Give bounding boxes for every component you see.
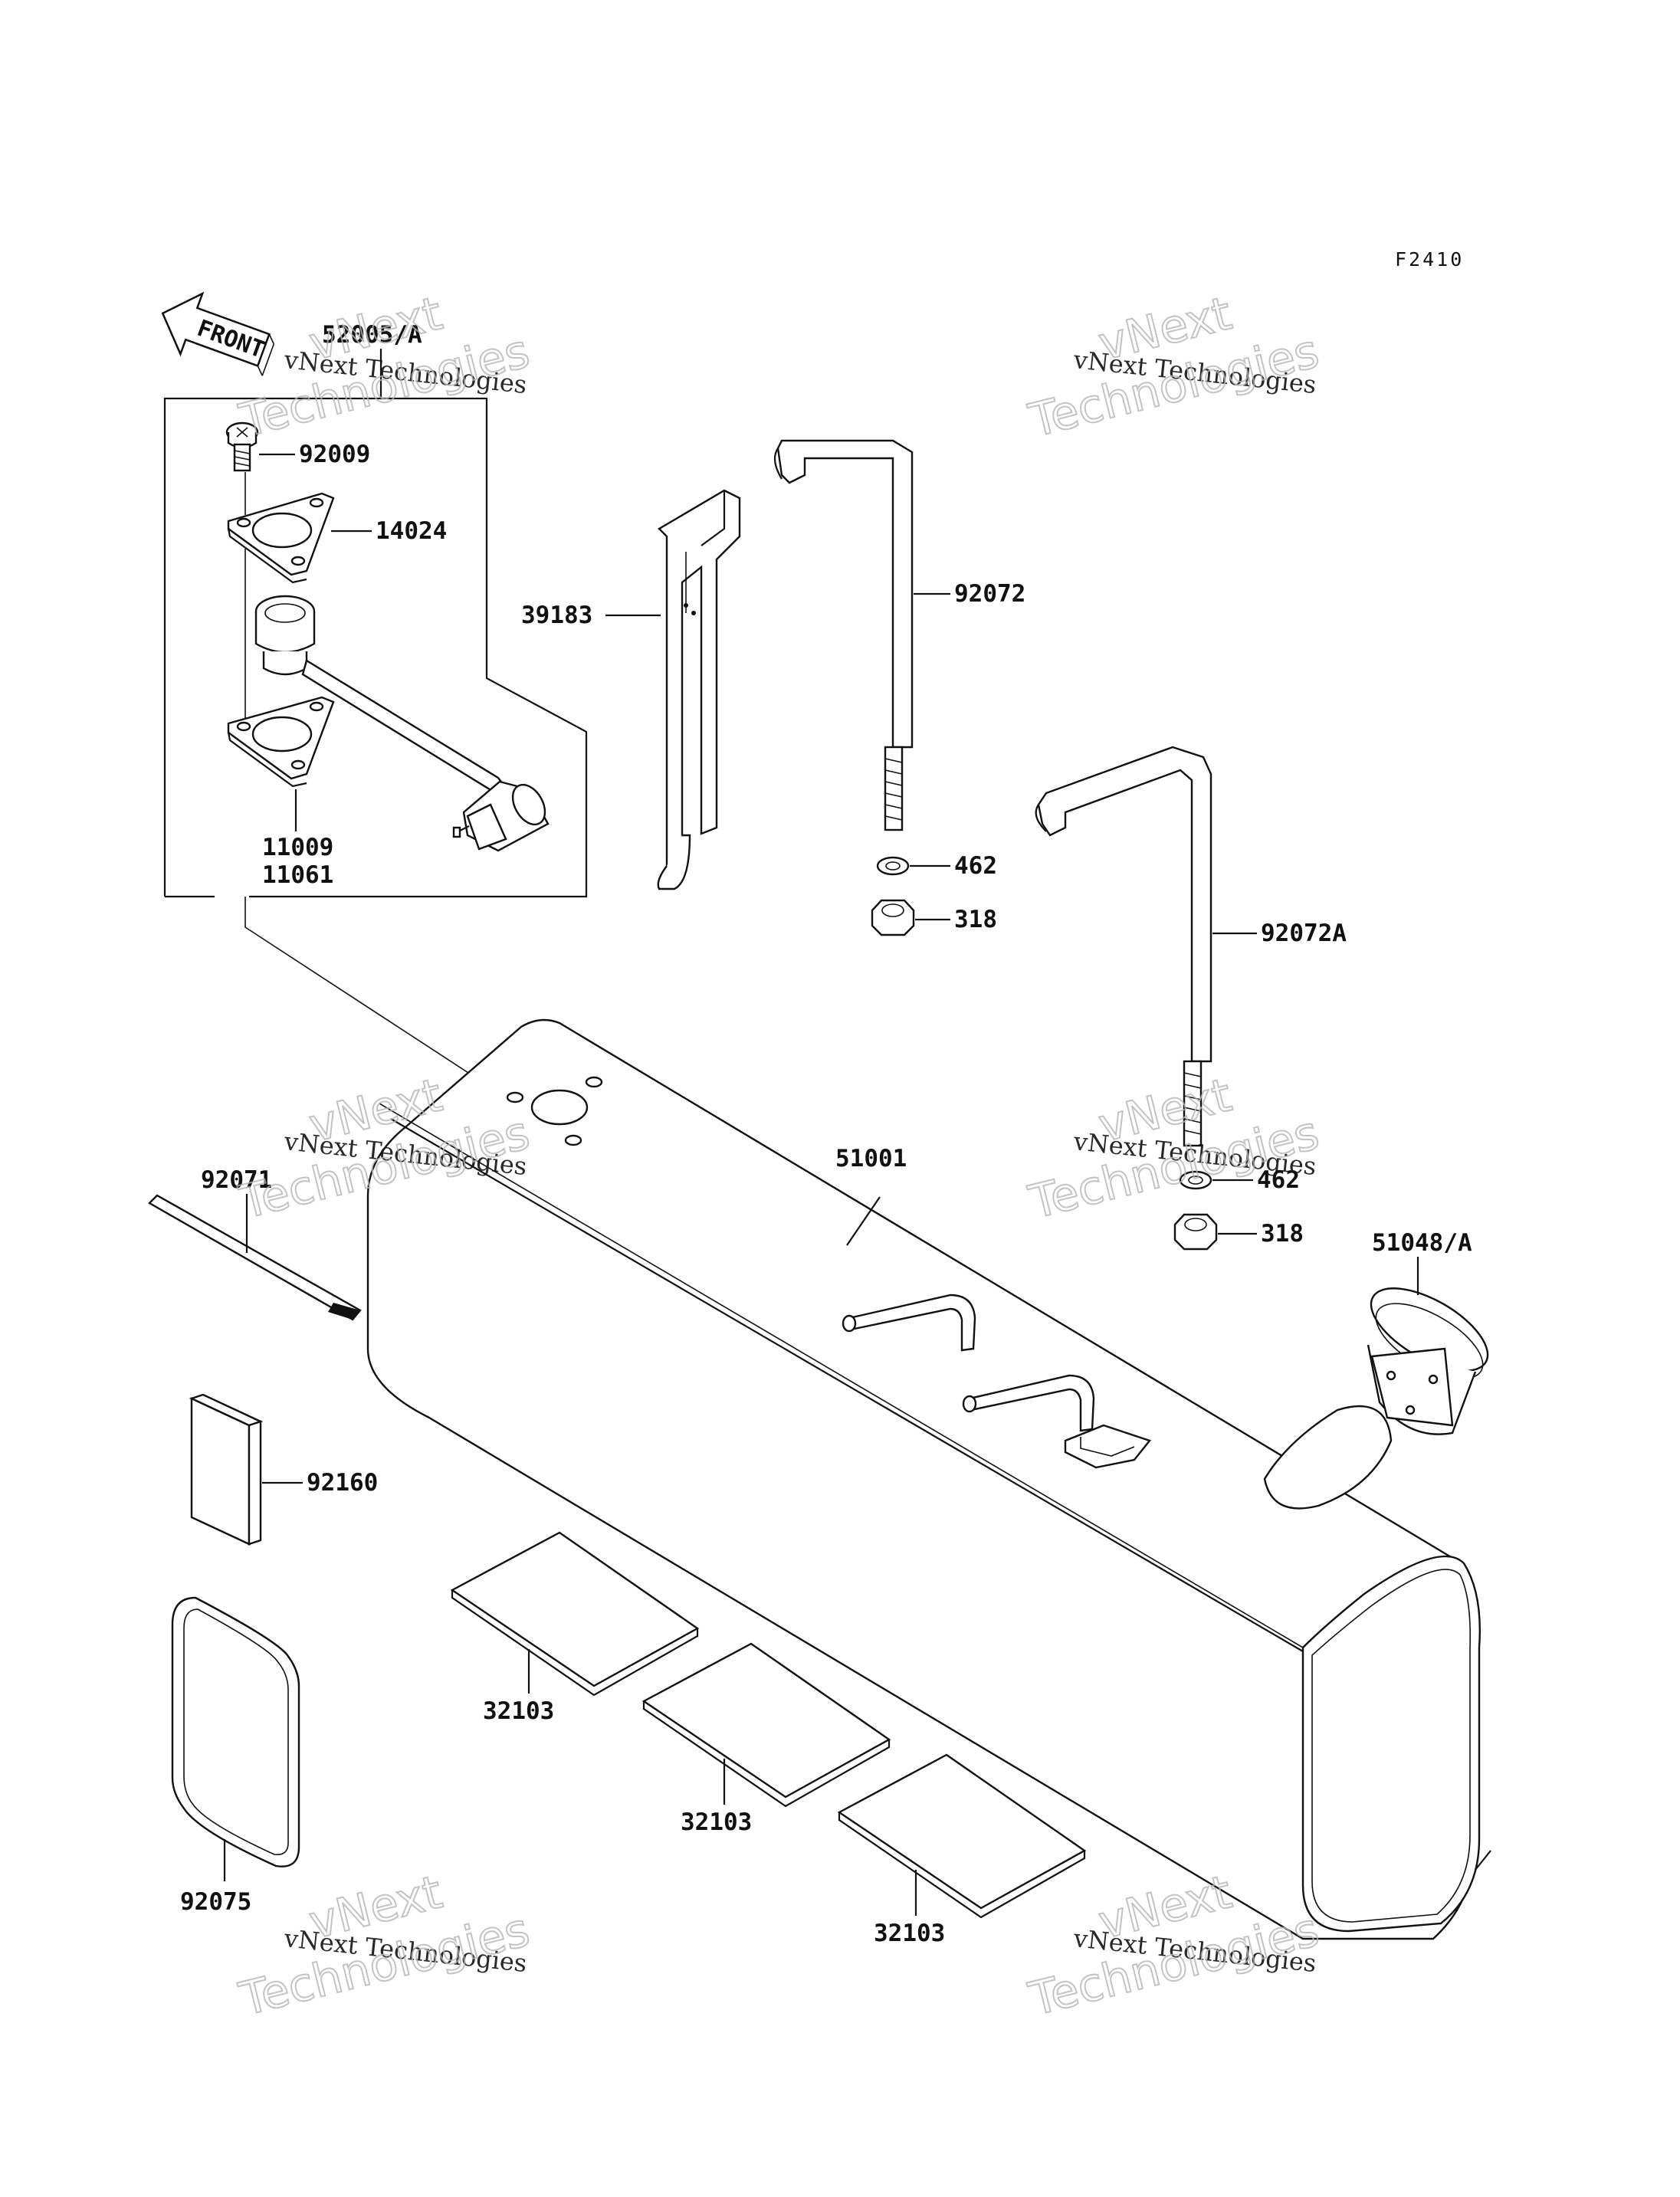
label-92160: 92160 <box>307 1469 378 1497</box>
label-92075: 92075 <box>180 1888 251 1916</box>
watermark-top-left: vNext Technologies vNext Technologies <box>234 286 536 449</box>
label-92072A: 92072A <box>1261 920 1347 947</box>
nut-318-lower <box>1173 1213 1257 1251</box>
pad-32103-b <box>641 1642 891 1808</box>
plate-11009 <box>227 549 335 831</box>
label-318-a: 318 <box>954 906 997 933</box>
fuel-gauge-sender <box>254 595 550 852</box>
label-92072: 92072 <box>954 580 1025 608</box>
washer-462-lower <box>1179 1170 1253 1190</box>
bracket-39183 <box>605 489 741 890</box>
label-51048: 51048/A <box>1372 1229 1472 1257</box>
label-14024: 14024 <box>376 517 447 545</box>
label-462-b: 462 <box>1257 1166 1300 1194</box>
watermark-mid-right: vNext Technologies vNext Technologies <box>1023 1067 1325 1231</box>
watermark-top-right: vNext Technologies vNext Technologies <box>1023 286 1325 449</box>
fuel-tank-51001 <box>366 1018 1491 1940</box>
pad-92075 <box>171 1596 300 1881</box>
label-318-b: 318 <box>1261 1220 1304 1248</box>
label-11009: 11009 <box>262 834 333 861</box>
screw-92009 <box>225 421 295 472</box>
fuel-gauge-assembly-group: 52005/A 92009 14024 <box>163 321 588 1108</box>
label-32103-c: 32103 <box>874 1920 945 1947</box>
label-32103-b: 32103 <box>681 1808 752 1836</box>
label-51001: 51001 <box>835 1145 907 1172</box>
figure-code: F2410 <box>1395 248 1464 271</box>
washer-462 <box>876 856 950 876</box>
label-52005: 52005/A <box>322 321 422 349</box>
strap-92072A <box>1035 746 1257 1147</box>
band-92071 <box>148 1194 362 1321</box>
label-92071: 92071 <box>201 1166 272 1194</box>
label-462-a: 462 <box>954 852 997 880</box>
pad-32103-c <box>837 1753 1087 1919</box>
watermark-bottom-left: vNext Technologies vNext Technologies <box>234 1864 536 2028</box>
label-11061: 11061 <box>262 861 333 889</box>
strap-92072 <box>773 439 950 831</box>
pad-92160 <box>189 1393 303 1546</box>
pad-32103-a <box>450 1531 700 1697</box>
fuel-cap-51048 <box>1367 1257 1489 1435</box>
front-arrow-icon: FRONT <box>161 291 275 376</box>
label-92009: 92009 <box>299 441 370 468</box>
gasket-14024 <box>227 472 372 584</box>
nut-318 <box>871 899 950 936</box>
label-32103-a: 32103 <box>483 1697 554 1725</box>
label-39183: 39183 <box>521 602 592 629</box>
